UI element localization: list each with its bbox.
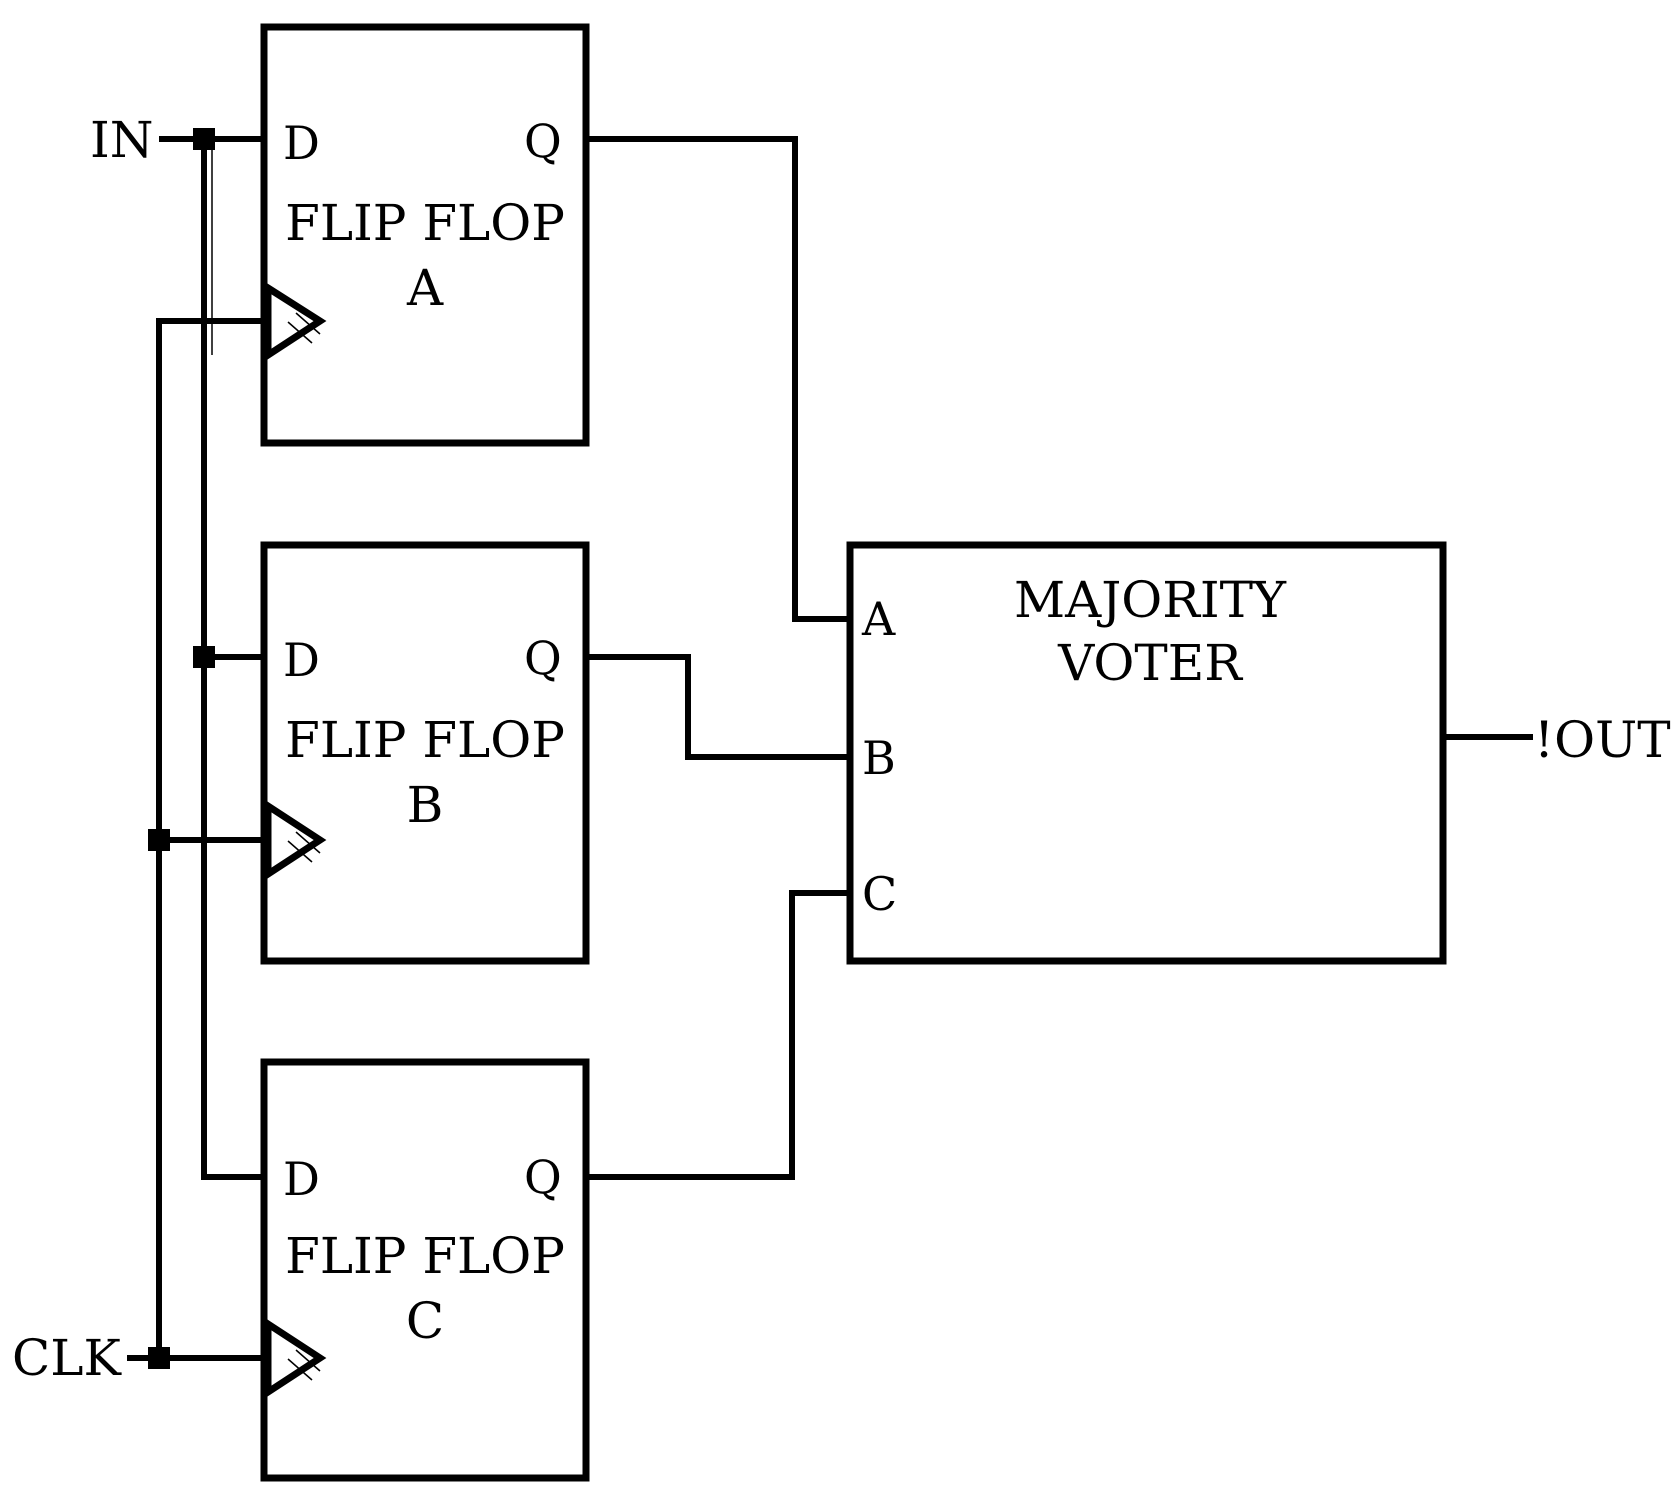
clock-hatch: [295, 831, 321, 854]
flip-flop-a-box: [260, 23, 590, 447]
flip-flop-c-box: [260, 1058, 590, 1482]
flip-flop-title: FLIP FLOP: [285, 194, 565, 252]
q-pin-label: Q: [524, 114, 562, 168]
junction-in-a: [193, 128, 215, 150]
junction-clk-c: [148, 1347, 170, 1369]
clock-hatch: [287, 321, 313, 344]
clk-label: CLK: [12, 1329, 122, 1387]
flip-flop-c: D Q FLIP FLOP C: [260, 1058, 590, 1482]
flip-flop-b: D Q FLIP FLOP B: [260, 541, 590, 965]
voter-pin-a: A: [861, 592, 896, 646]
q-pin-label: Q: [524, 1150, 562, 1204]
junction-in-b: [193, 646, 215, 668]
in-label: IN: [90, 111, 154, 169]
voter-pin-b: B: [862, 731, 896, 785]
out-label: !OUT: [1534, 711, 1671, 769]
flip-flop-letter: B: [407, 776, 444, 834]
d-pin-label: D: [283, 633, 320, 687]
voter-title-line1: MAJORITY: [1014, 571, 1287, 629]
clock-hatch: [295, 312, 321, 335]
voter-pin-c: C: [862, 867, 897, 921]
clock-hatch: [287, 840, 313, 863]
d-pin-label: D: [283, 116, 320, 170]
flip-flop-title: FLIP FLOP: [285, 711, 565, 769]
clock-hatch: [287, 1358, 313, 1381]
clock-input-icon: [264, 799, 327, 881]
flip-flop-title: FLIP FLOP: [285, 1227, 565, 1285]
wire-qc-to-voter-c: [583, 890, 853, 1180]
majority-voter-box: [846, 541, 1447, 965]
wire-qa-to-voter-a: [583, 136, 853, 622]
clock-input-icon: [264, 1317, 327, 1399]
majority-voter: MAJORITY VOTER A B C: [846, 541, 1447, 965]
junctions: [148, 128, 215, 1369]
voter-title-line2: VOTER: [1057, 634, 1243, 692]
flip-flop-a: D Q FLIP FLOP A: [260, 23, 590, 447]
flip-flop-letter: A: [406, 259, 444, 317]
d-pin-label: D: [283, 1152, 320, 1206]
q-pin-label: Q: [524, 631, 562, 685]
clock-hatch: [295, 1349, 321, 1372]
wire-qb-to-voter-b: [583, 654, 853, 760]
clock-input-icon: [264, 281, 327, 362]
flip-flop-letter: C: [406, 1292, 444, 1350]
junction-clk-b: [148, 829, 170, 851]
flip-flop-b-box: [260, 541, 590, 965]
